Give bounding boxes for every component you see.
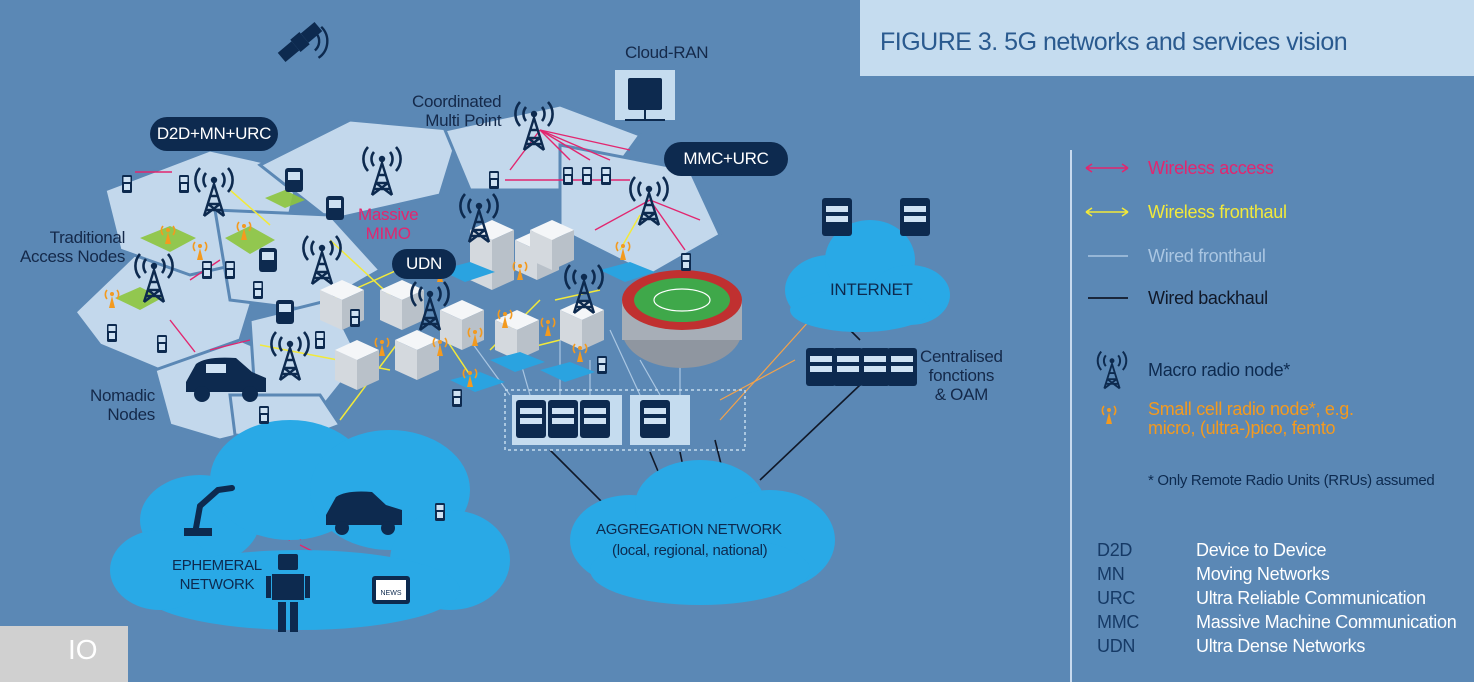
label-mmc: MMC+URC xyxy=(664,142,788,176)
label-ephemeral-network: EPHEMERAL NETWORK xyxy=(172,557,262,593)
label-udn: UDN xyxy=(392,249,456,279)
abbr-key: URC xyxy=(1097,588,1136,608)
label-coordinated-multipoint: Coordinated Multi Point xyxy=(412,92,502,130)
aggregation-servers xyxy=(504,389,746,451)
wired-backhaul-line-icon xyxy=(1082,288,1132,308)
legend-macro-node: Macro radio node* xyxy=(1148,360,1290,380)
car-nomadic xyxy=(186,357,266,402)
legend-small-cell: Small cell radio node*, e.g. micro, (ult… xyxy=(1148,399,1354,438)
tv: NEWS xyxy=(372,576,410,604)
legend-panel: Wireless access Wireless fronthaul Wired… xyxy=(1070,150,1474,682)
centralised-servers xyxy=(806,348,917,386)
label-traditional-access-nodes: Traditional Access Nodes xyxy=(20,228,126,266)
internet-cloud xyxy=(785,220,950,332)
small-cell-icon xyxy=(1094,400,1144,430)
abbr-def: Massive Machine Communication xyxy=(1196,612,1457,632)
label-massive-mimo: Massive MIMO xyxy=(358,205,419,243)
legend-wireless-fronthaul: Wireless fronthaul xyxy=(1148,202,1287,222)
robot xyxy=(266,554,310,632)
macro-node-icon xyxy=(1092,350,1142,390)
abbr-key: MN xyxy=(1097,564,1125,584)
cloud-ran-box xyxy=(615,70,675,121)
label-aggregation-network: AGGREGATION NETWORK xyxy=(596,521,782,538)
legend-wired-fronthaul: Wired fronthaul xyxy=(1148,246,1266,266)
abbr-key: MMC xyxy=(1097,612,1140,632)
title-box: FIGURE 3. 5G networks and services visio… xyxy=(860,0,1474,76)
wireless-access-arrow-icon xyxy=(1082,158,1132,178)
abbr-key: D2D xyxy=(1097,540,1133,560)
satellite-icon xyxy=(277,21,329,63)
corner-text: IO xyxy=(68,634,98,665)
label-centralised-functions: Centralised fonctions & OAM xyxy=(920,347,1003,404)
stadium xyxy=(622,270,742,368)
legend-wireless-access: Wireless access xyxy=(1148,158,1274,178)
ephemeral-cloud xyxy=(110,420,510,630)
aggregation-cloud xyxy=(570,460,835,605)
label-cloud-ran: Cloud-RAN xyxy=(625,43,709,62)
label-d2d: D2D+MN+URC xyxy=(150,117,278,151)
legend-footnote: * Only Remote Radio Units (RRUs) assumed xyxy=(1148,472,1435,489)
abbr-def: Ultra Reliable Communication xyxy=(1196,588,1426,608)
wired-fronthaul-line-icon xyxy=(1082,246,1132,266)
corner-badge: IO xyxy=(0,626,128,682)
orange-links xyxy=(719,319,811,421)
tv-news-text: NEWS xyxy=(381,590,402,597)
abbr-def: Device to Device xyxy=(1196,540,1327,560)
car-ephemeral xyxy=(326,491,402,535)
label-nomadic-nodes: Nomadic Nodes xyxy=(90,386,155,424)
label-aggregation-scope: (local, regional, national) xyxy=(612,542,768,559)
label-internet: INTERNET xyxy=(830,280,913,299)
abbr-def: Moving Networks xyxy=(1196,564,1330,584)
robot-arm xyxy=(193,485,235,531)
wireless-fronthaul-arrow-icon xyxy=(1082,202,1132,222)
abbr-key: UDN xyxy=(1097,636,1136,656)
legend-wired-backhaul: Wired backhaul xyxy=(1148,288,1268,308)
abbr-def: Ultra Dense Networks xyxy=(1196,636,1366,656)
figure-title: FIGURE 3. 5G networks and services visio… xyxy=(880,28,1348,56)
